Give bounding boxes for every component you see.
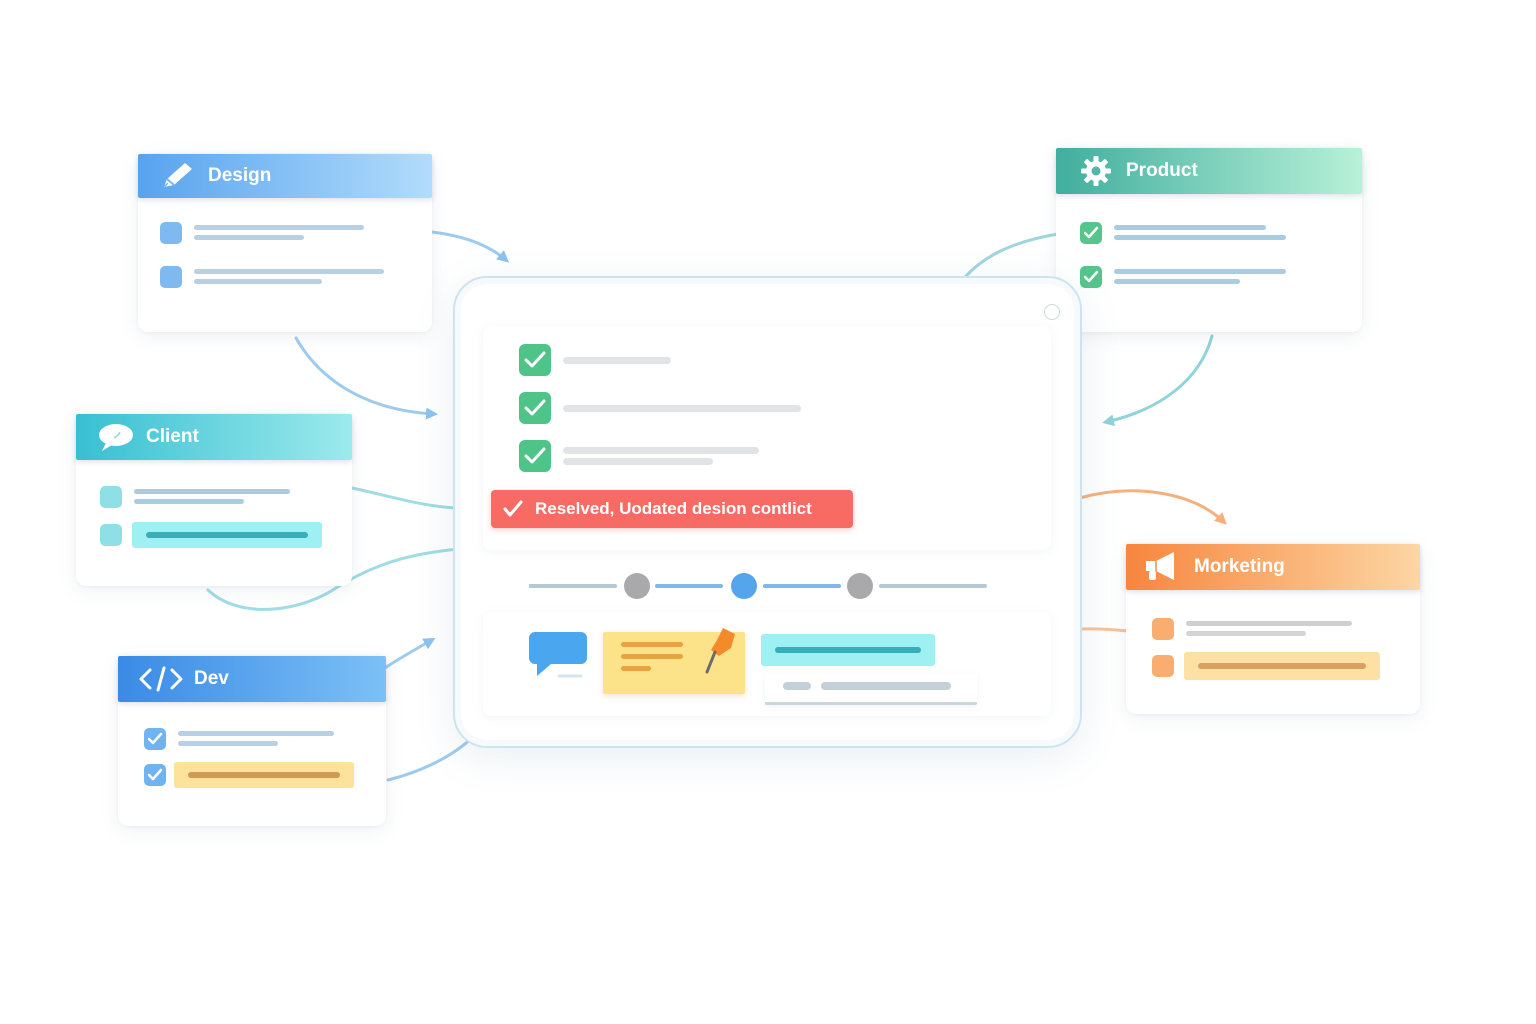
board-to-marketing-arrow xyxy=(1078,489,1227,525)
product-card-title: Product xyxy=(1126,160,1198,181)
design-lower-arrow xyxy=(294,336,438,420)
resolved-conflict-text: Reselved, Uodated desion contlict xyxy=(535,499,812,518)
client-to-board-line xyxy=(350,486,458,510)
resolved-conflict-banner[interactable]: Reselved, Uodated desion contlict xyxy=(491,490,853,528)
marketing-card: Morketing xyxy=(1126,544,1420,714)
gear-icon xyxy=(1076,156,1116,186)
product-item-1[interactable] xyxy=(1080,220,1286,245)
chat-bubble-icon[interactable] xyxy=(527,630,591,682)
dev-item-1[interactable] xyxy=(144,726,334,751)
client-item-2[interactable] xyxy=(100,522,322,548)
product-item-1-checkbox[interactable] xyxy=(1080,221,1102,244)
design-card-title: Design xyxy=(208,165,272,186)
board-tool-row xyxy=(483,612,1051,716)
board-task-2[interactable] xyxy=(519,392,801,424)
dev-item-2[interactable] xyxy=(144,762,354,788)
client-item-2-checkbox[interactable] xyxy=(100,524,122,546)
timeline-step-1 xyxy=(624,573,650,599)
board-task-1[interactable] xyxy=(519,344,671,376)
marketing-card-header[interactable]: Morketing xyxy=(1126,544,1420,590)
marketing-item-2-checkbox[interactable] xyxy=(1152,655,1174,677)
dev-card-header[interactable]: Dev xyxy=(118,656,386,702)
product-item-2[interactable] xyxy=(1080,264,1286,289)
code-brackets-icon xyxy=(138,664,184,694)
marketing-item-2-highlight xyxy=(1184,652,1380,680)
design-card: Design xyxy=(138,154,432,332)
pencil-icon xyxy=(158,161,198,191)
design-item-2[interactable] xyxy=(160,264,384,289)
board-status-dot[interactable] xyxy=(1044,304,1060,320)
marketing-item-1-checkbox[interactable] xyxy=(1152,617,1174,640)
marketing-item-2[interactable] xyxy=(1152,652,1380,680)
client-item-1-checkbox[interactable] xyxy=(100,485,122,508)
dev-card-title: Dev xyxy=(194,668,229,689)
dev-item-2-highlight xyxy=(174,762,354,788)
collaboration-board: Reselved, Uodated desion contlict xyxy=(453,276,1082,748)
client-card-header[interactable]: Client xyxy=(76,414,352,460)
timeline-step-3 xyxy=(847,573,873,599)
dev-card: Dev xyxy=(118,656,386,826)
marketing-card-title: Morketing xyxy=(1194,556,1285,577)
pushpin-icon xyxy=(705,628,735,674)
check-icon[interactable] xyxy=(519,344,551,376)
dev-item-1-checkbox[interactable] xyxy=(144,727,166,750)
link-preview-meta xyxy=(765,674,977,705)
check-icon[interactable] xyxy=(519,440,551,472)
client-item-1[interactable] xyxy=(100,484,290,509)
design-item-1-checkbox[interactable] xyxy=(160,221,182,244)
check-icon[interactable] xyxy=(519,392,551,424)
product-card-header[interactable]: Product xyxy=(1056,148,1362,194)
design-card-header[interactable]: Design xyxy=(138,154,432,198)
design-item-1[interactable] xyxy=(160,220,364,245)
checkmark-icon xyxy=(503,500,523,518)
design-item-2-checkbox[interactable] xyxy=(160,265,182,288)
client-card: Client xyxy=(76,414,352,586)
client-card-title: Client xyxy=(146,426,199,447)
progress-timeline xyxy=(529,573,987,599)
client-item-2-highlight xyxy=(132,522,322,548)
dev-item-2-checkbox[interactable] xyxy=(144,764,166,786)
marketing-item-1[interactable] xyxy=(1152,616,1352,641)
megaphone-icon xyxy=(1140,552,1184,582)
link-preview-block[interactable] xyxy=(761,634,935,666)
timeline-step-2 xyxy=(731,573,757,599)
dev-bottom-line xyxy=(386,736,474,782)
product-item-2-checkbox[interactable] xyxy=(1080,265,1102,288)
product-lower-arrow xyxy=(1102,334,1214,427)
design-to-board-arrow xyxy=(430,230,510,263)
product-card: Product xyxy=(1056,148,1362,332)
board-task-3[interactable] xyxy=(519,440,759,472)
speech-bubble-icon xyxy=(96,422,136,452)
client-loop-line xyxy=(206,546,472,611)
